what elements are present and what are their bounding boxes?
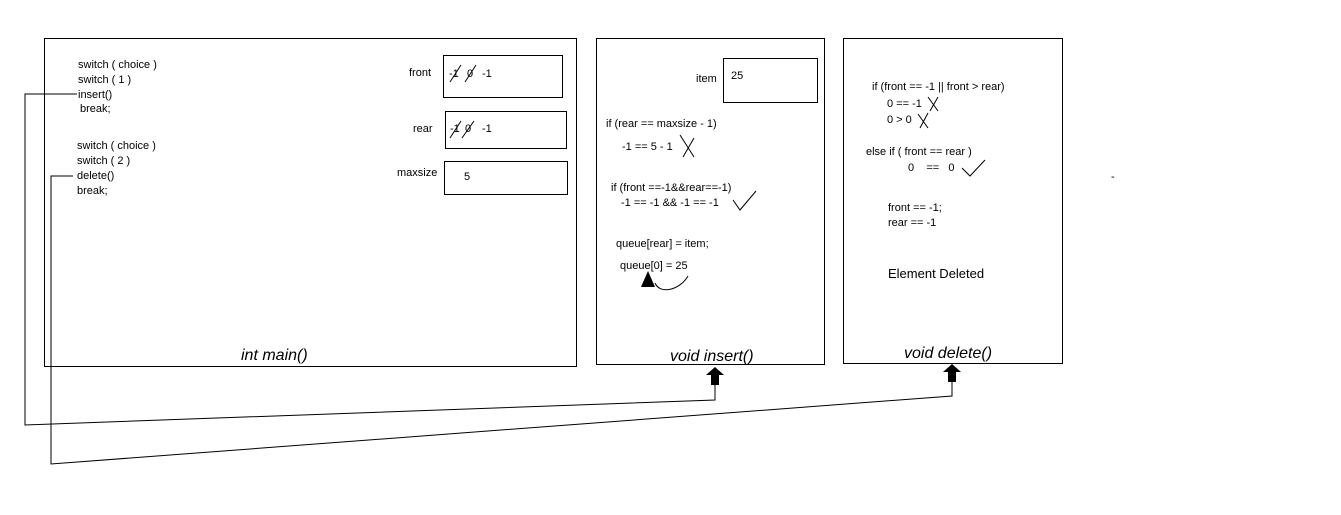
check-single-eval: 0 == 0: [908, 162, 955, 174]
cross-mark: [917, 112, 929, 129]
rear-label: rear: [413, 123, 433, 135]
check-empty: if (front ==-1&&rear==-1): [611, 182, 732, 194]
check-mark: [961, 159, 986, 177]
rear-box: -1 0 -1: [445, 111, 567, 149]
check-rear-full: if (rear == maxsize - 1): [606, 118, 717, 130]
delete-connector-line: [50, 175, 953, 465]
rear-value: -1: [482, 123, 492, 135]
front-label: front: [409, 67, 432, 79]
item-label: item: [696, 73, 717, 85]
maxsize-label: maxsize: [397, 167, 438, 179]
insert-connector-line: [24, 93, 716, 426]
maxsize-value: 5: [464, 171, 471, 183]
code-line: switch ( 2 ): [77, 155, 131, 167]
delete-caption: void delete(): [904, 345, 993, 362]
check-single: else if ( front == rear ): [866, 146, 972, 158]
pointer-curve: [654, 275, 689, 291]
front-strike-mark: [464, 64, 477, 83]
cross-mark: [927, 96, 939, 112]
check-underflow-eval: 0 > 0: [887, 114, 912, 126]
rear-struck-value: -1: [450, 123, 460, 135]
delete-arrowhead: [943, 364, 961, 382]
front-value: -1: [482, 68, 492, 80]
check-underflow-eval: 0 == -1: [887, 98, 922, 110]
item-box: 25: [723, 58, 818, 103]
main-caption: int main(): [241, 347, 308, 364]
delete-panel: if (front == -1 || front > rear) 0 == -1…: [843, 38, 1063, 364]
code-line-delete-call: delete(): [77, 170, 115, 182]
deleted-message: Element Deleted: [888, 266, 985, 281]
front-strike-mark: [449, 64, 462, 83]
code-line-insert-call: insert(): [78, 89, 113, 101]
check-mark: [732, 190, 757, 211]
maxsize-box: 5: [444, 161, 568, 195]
assign-line: queue[rear] = item;: [616, 238, 709, 250]
stray-mark: -: [1111, 171, 1115, 183]
main-panel: switch ( choice ) switch ( 1 ) insert() …: [44, 38, 577, 367]
check-underflow: if (front == -1 || front > rear): [872, 81, 1005, 93]
insert-arrowhead: [706, 367, 724, 385]
check-empty-eval: -1 == -1 && -1 == -1: [621, 197, 719, 209]
reset-rear: rear == -1: [888, 217, 937, 229]
code-line: switch ( 1 ): [78, 74, 132, 86]
insert-panel: item 25 if (rear == maxsize - 1) -1 == 5…: [596, 38, 825, 365]
insert-caption: void insert(): [670, 348, 754, 365]
code-line: switch ( choice ): [78, 59, 157, 71]
code-line: switch ( choice ): [77, 140, 156, 152]
rear-strike-mark: [449, 120, 462, 139]
reset-front: front == -1;: [888, 202, 942, 214]
check-rear-full-eval: -1 == 5 - 1: [622, 141, 673, 153]
front-struck-value: -1: [449, 68, 459, 80]
code-line: break;: [80, 103, 111, 115]
assign-eval: queue[0] = 25: [620, 260, 688, 272]
pointer-arrowhead: [641, 271, 655, 287]
front-box: -1 0 -1: [443, 55, 563, 98]
rear-strike-mark: [461, 120, 475, 139]
item-value: 25: [731, 70, 744, 82]
code-line: break;: [77, 185, 108, 197]
cross-mark: [679, 134, 695, 158]
